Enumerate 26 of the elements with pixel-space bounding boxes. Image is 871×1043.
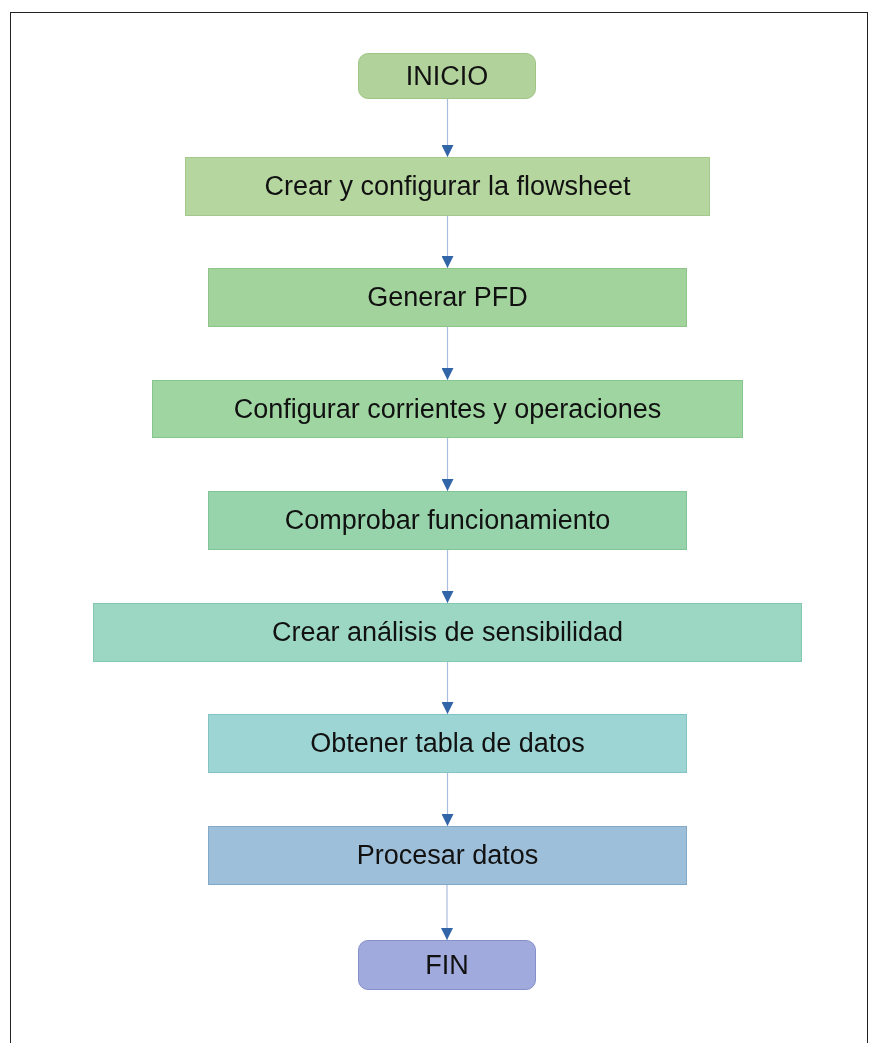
step-label: Configurar corrientes y operaciones: [233, 393, 662, 425]
step-label: FIN: [425, 949, 469, 981]
process-box: [93, 603, 802, 662]
step-label: Crear y configurar la flowsheet: [264, 171, 631, 202]
process-box: [152, 380, 743, 438]
arrow: [441, 884, 453, 941]
step-label: Procesar datos: [356, 840, 539, 871]
arrow: [441, 98, 454, 158]
process-box: [208, 714, 687, 773]
terminal-box: [358, 53, 536, 99]
arrow: [441, 326, 454, 381]
terminal-box: [358, 940, 536, 990]
arrow: [441, 772, 454, 827]
step-label: Crear análisis de sensibilidad: [271, 617, 624, 648]
process-box: [208, 826, 687, 885]
arrow: [441, 549, 454, 604]
arrow: [441, 661, 454, 715]
step-label: Generar PFD: [367, 282, 528, 313]
arrow: [441, 437, 454, 492]
process-box: [208, 491, 687, 550]
step-label: Comprobar funcionamiento: [284, 505, 611, 536]
process-box: [208, 268, 687, 327]
arrow: [441, 215, 454, 269]
step-label: Obtener tabla de datos: [310, 728, 585, 759]
process-box: [185, 157, 710, 216]
step-label: INICIO: [405, 60, 489, 92]
